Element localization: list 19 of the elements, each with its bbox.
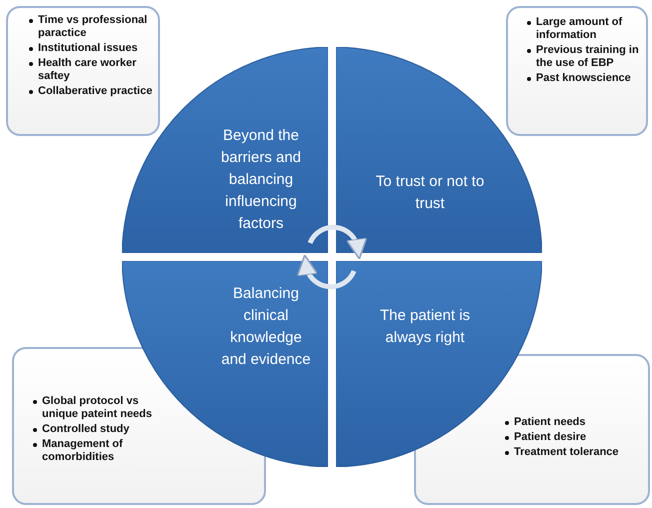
bullet-item: Controlled study [42,423,163,436]
bullet-item: Previous training in the use of EBP [536,44,646,70]
bullet-item: Patient desire [514,431,650,444]
segment-title: The patient is always right [378,306,472,348]
bullet-item: Patient needs [514,416,650,429]
text-panel [6,6,160,136]
bullet-item: Institutional issues [38,42,158,55]
bullet-item: Collaberative practice [38,85,158,98]
segment-title: To trust or not to trust [374,172,486,214]
segment-title: Balancing clinical knowledge and evidence [220,284,312,370]
bullet-item: Treatment tolerance [514,446,650,459]
bullet-item: Health care worker saftey [38,57,158,83]
bullet-item: Past knowscience [536,72,646,85]
bullet-item: Time vs professional paractice [38,14,158,40]
text-panel [506,6,648,136]
bullet-item: Management of comorbidities [42,438,163,464]
bullet-item: Global protocol vs unique pateint needs [42,395,163,421]
segment-title: Beyond the barriers and balancing influencing factors [220,126,302,234]
bullet-item: Large amount of information [536,16,646,42]
